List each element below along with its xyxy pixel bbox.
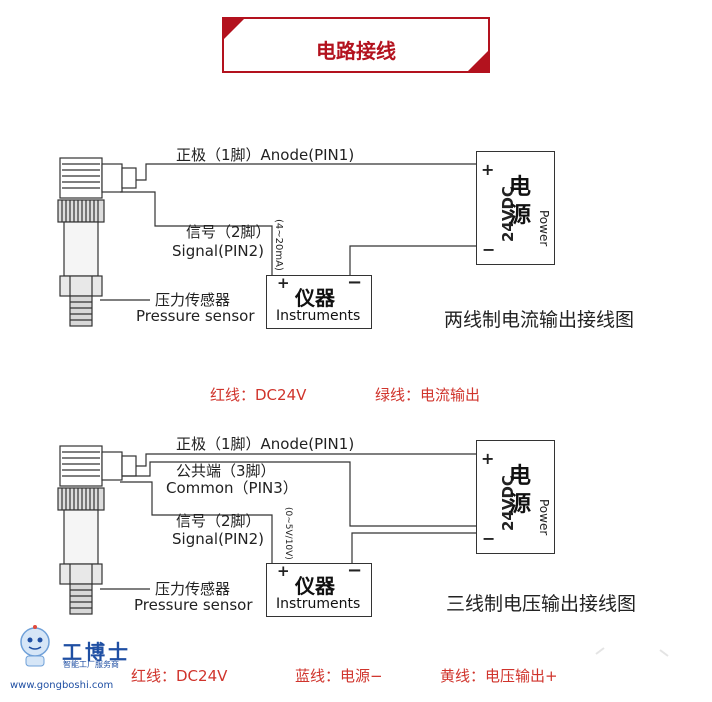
top-power-box: + − 24VDC 电 源 Power [476,151,555,265]
section-title-frame: 电路接线 [222,17,490,73]
bottom-wires [100,453,478,590]
bottom-power-box: + − 24VDC 电 源 Power [476,440,555,554]
bottom-power-minus: − [482,529,496,548]
title-ribbon-bottom-right [466,49,490,73]
top-instrument-box: + − 仪器 Instruments [266,272,372,329]
top-legend-red: 红线：DC24V [210,386,307,404]
top-power-minus: − [482,240,496,259]
bottom-power-cn-1: 电 [509,464,532,489]
bottom-instrument-plus: + [277,562,290,580]
bottom-sensor-label-en: Pressure sensor [134,596,253,614]
top-current-range: (4~20mA) [273,219,284,271]
bottom-diagram-caption: 三线制电压输出接线图 [446,593,637,615]
bottom-legend-yellow: 黄线：电压输出+ [440,667,558,685]
top-power-cn-1: 电 [509,175,532,200]
bottom-power-cn-2: 源 [509,492,532,517]
top-wires [100,163,478,301]
bottom-legend-blue: 蓝线：电源− [295,667,383,685]
bottom-power-en: Power [537,499,551,536]
watermark-url: www.gongboshi.com [10,680,114,691]
top-instrument-plus: + [277,274,290,292]
top-sensor-drawing [57,157,137,327]
top-anode-label: 正极（1脚）Anode(PIN1) [176,146,355,164]
top-decoration-mark [595,647,669,657]
top-instrument-cn: 仪器 [295,286,335,310]
bottom-instrument-minus: − [347,560,363,581]
top-instrument-en: Instruments [276,308,361,324]
bottom-sensor-label-cn: 压力传感器 [155,580,231,598]
bottom-sensor-drawing [57,445,137,615]
bottom-common-label-cn: 公共端（3脚） [176,462,276,480]
top-signal-label-cn: 信号（2脚） [186,223,271,241]
top-legend-green: 绿线：电流输出 [375,386,481,404]
bottom-signal-label-cn: 信号（2脚） [176,512,261,530]
top-diagram-caption: 两线制电流输出接线图 [444,309,635,331]
title-ribbon-top-left [222,17,246,41]
top-power-cn-2: 源 [509,203,532,228]
bottom-legend-red: 红线：DC24V [131,667,228,685]
bottom-signal-label-en: Signal(PIN2) [172,530,265,548]
top-power-plus: + [481,160,495,179]
section-title: 电路接线 [316,39,396,63]
bottom-instrument-box: + − 仪器 Instruments [266,560,372,617]
top-power-en: Power [537,210,551,247]
bottom-anode-label: 正极（1脚）Anode(PIN1) [176,435,355,453]
top-sensor-label-cn: 压力传感器 [155,291,231,309]
bottom-instrument-cn: 仪器 [295,574,335,598]
bottom-power-plus: + [481,449,495,468]
watermark-brand: 工博士 [62,640,131,664]
top-instrument-minus: − [347,272,363,293]
top-signal-label-en: Signal(PIN2) [172,242,265,260]
bottom-instrument-en: Instruments [276,596,361,612]
top-sensor-label-en: Pressure sensor [136,307,255,325]
bottom-common-label-en: Common（PIN3） [166,479,298,497]
bottom-voltage-range: (0~5V/10V) [283,507,293,560]
watermark-slogan: 智能工厂服务商 [63,660,119,669]
robot-mascot-icon [20,625,50,667]
